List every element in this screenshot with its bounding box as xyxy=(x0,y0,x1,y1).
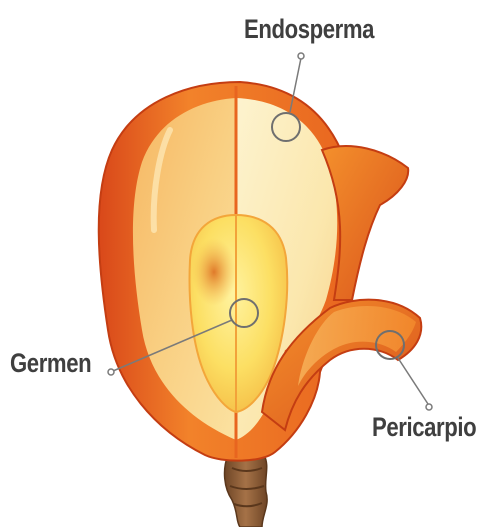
endosperm-label: Endosperma xyxy=(244,16,374,43)
germ-embryo-spot xyxy=(192,238,236,306)
stem xyxy=(225,455,268,527)
germ-label: Germen xyxy=(10,350,91,377)
pericarp-label: Pericarpio xyxy=(372,414,476,441)
